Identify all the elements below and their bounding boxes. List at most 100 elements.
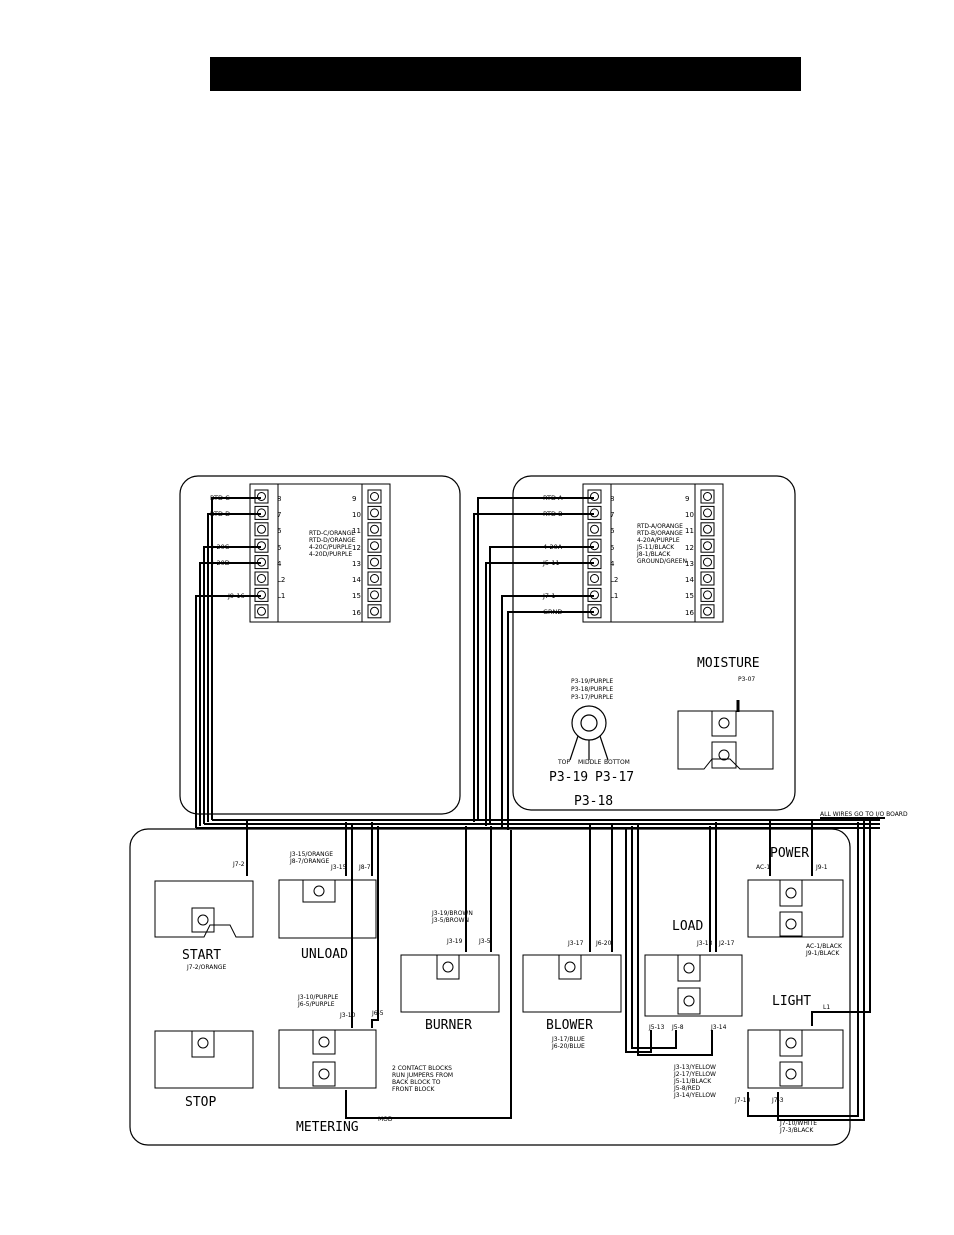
right-num: 14: [685, 576, 694, 584]
light-note: J7-3/BLACK: [779, 1127, 814, 1134]
right-num: 9: [352, 495, 356, 503]
terminal-screw-head: [257, 541, 266, 551]
left-num: 6: [277, 527, 282, 535]
left-block-screws: [254, 489, 382, 619]
light-term: L1: [823, 1004, 830, 1011]
terminal-screw-head: [370, 574, 379, 583]
legend-line: 4-20A/PURPLE: [637, 537, 680, 544]
all-wires-note: ALL WIRES GO TO I/O BOARD: [820, 811, 908, 818]
terminal-screw: [587, 538, 602, 553]
terminal-screw: [254, 489, 269, 504]
legend-line: 4-20D/PURPLE: [309, 551, 352, 558]
light-switch-body: [747, 1029, 844, 1089]
terminal-screw: [367, 489, 382, 504]
bottom-text: ALL WIRES GO TO I/O BOARD J7-2 START J7-…: [182, 811, 908, 1135]
load-note: J2-17/YELLOW: [673, 1071, 716, 1078]
right-num: 11: [685, 527, 694, 535]
legend-line: GROUND/GREEN: [637, 558, 687, 565]
terminal-screw-head: [703, 590, 712, 600]
legend-line: J8-1/BLACK: [636, 551, 671, 558]
start-term: J7-2: [232, 861, 245, 868]
right-num: 16: [685, 609, 694, 617]
terminal-screw: [254, 522, 269, 537]
left-num: 5: [277, 544, 281, 552]
terminal-screw: [700, 538, 715, 553]
terminal-screw-head: [590, 508, 599, 518]
terminal-screw: [367, 505, 382, 520]
blower-note: J3-17/BLUE: [551, 1036, 585, 1043]
legend-line: RTD-C/ORANGE: [309, 530, 355, 537]
terminal-screw: [700, 604, 715, 619]
left-label: RTD D: [210, 510, 230, 518]
left-num: 7: [610, 511, 614, 519]
terminal-screw-head: [370, 590, 379, 600]
right-num: 12: [352, 544, 361, 552]
terminal-screw: [254, 604, 269, 619]
right-num: 13: [352, 560, 361, 568]
jumper-note: BACK BLOCK TO: [392, 1079, 441, 1086]
left-num: L2: [277, 576, 285, 584]
terminal-screw: [587, 587, 602, 602]
left-num: L1: [277, 592, 285, 600]
terminal-screw-head: [257, 606, 266, 616]
terminal-screw: [587, 505, 602, 520]
right-panel: [512, 475, 796, 811]
load-note: J3-14/YELLOW: [673, 1092, 716, 1099]
left-label: RTD C: [210, 494, 230, 502]
left-label: 4-20A: [543, 543, 563, 551]
right-num: 15: [685, 592, 694, 600]
load-note: J3-13/YELLOW: [673, 1064, 716, 1071]
load-term: J5-13: [648, 1024, 665, 1031]
blower-term: J6-20: [595, 940, 612, 947]
terminal-screw-head: [703, 492, 712, 501]
left-label: J9-16: [227, 592, 245, 600]
switch-legend: P3-18/PURPLE: [571, 686, 613, 693]
terminal-screw: [700, 555, 715, 570]
title-bar: [210, 57, 801, 91]
terminal-screw: [700, 587, 715, 602]
left-num: L2: [610, 576, 618, 584]
left-num: 4: [610, 560, 615, 568]
load-term: J5-8: [671, 1024, 684, 1031]
left-num: L1: [610, 592, 618, 600]
moisture-term: P3-07: [738, 676, 755, 683]
right-num: 10: [352, 511, 361, 519]
blower-switch-body: [522, 954, 622, 1013]
legend-line: RTD-D/ORANGE: [309, 537, 356, 544]
terminal-screw: [587, 571, 602, 586]
power-term: AC-1: [756, 864, 770, 871]
left-label: GRND: [543, 608, 562, 616]
switch-legend: P3-19/PURPLE: [571, 678, 613, 685]
power-label: POWER: [770, 846, 809, 861]
legend-line: RTD-B/ORANGE: [637, 530, 683, 537]
terminal-screw-head: [370, 492, 379, 501]
terminal-screw-head: [370, 524, 379, 534]
start-switch-body: [154, 880, 254, 938]
terminal-screw: [367, 604, 382, 619]
unload-term: J3-15: [330, 864, 347, 871]
terminal-screw-head: [257, 574, 266, 583]
power-term: J9-1: [815, 864, 828, 871]
left-block-text: RTD C RTD D 4-20C 4-20D J9-16 8 7 6 5 4 …: [210, 494, 361, 617]
terminal-screw-head: [703, 541, 712, 551]
power-note: AC-1/BLACK: [806, 943, 843, 950]
stop-switch-body: [154, 1030, 254, 1089]
legend-line: RTD-A/ORANGE: [637, 523, 683, 530]
terminal-screw-head: [370, 606, 379, 616]
right-num: 9: [685, 495, 689, 503]
terminal-screw: [587, 522, 602, 537]
right-num: 10: [685, 511, 694, 519]
load-switch-body: [644, 954, 743, 1017]
load-term: J3-13: [696, 940, 713, 947]
terminal-screw: [700, 571, 715, 586]
load-term: J2-17: [718, 940, 735, 947]
load-term: J3-14: [710, 1024, 727, 1031]
terminal-screw-head: [370, 557, 379, 567]
terminal-screw-head: [257, 508, 266, 518]
right-num: 11: [352, 527, 361, 535]
left-label: J7-1: [542, 592, 556, 600]
power-note: J9-1/BLACK: [805, 950, 840, 957]
terminal-screw-head: [703, 508, 712, 518]
terminal-screw-head: [590, 541, 599, 551]
terminal-screw: [700, 522, 715, 537]
